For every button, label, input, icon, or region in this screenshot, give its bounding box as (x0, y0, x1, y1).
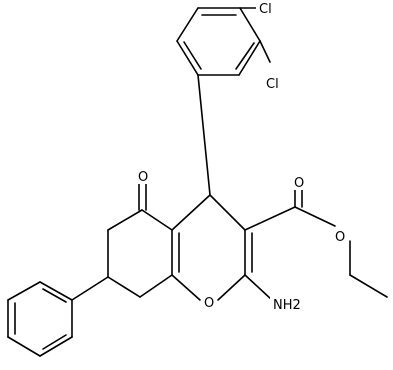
cyclohexenone-ring (107, 209, 173, 298)
bond (259, 40, 271, 63)
bond (176, 40, 199, 76)
chlorine-label: Cl (259, 2, 272, 17)
bond (239, 7, 261, 42)
bond (7, 336, 41, 357)
amine-label: NH2 (273, 298, 301, 313)
bond (183, 41, 202, 70)
bond (107, 276, 141, 298)
bond (7, 281, 41, 301)
bond (197, 74, 211, 196)
bond (217, 274, 246, 301)
bond (244, 274, 273, 301)
bond (349, 274, 388, 298)
bond (171, 274, 201, 301)
bond (294, 206, 336, 227)
ether-oxygen-label: O (335, 230, 345, 245)
carbonyl-oxygen-label: O (294, 176, 304, 191)
bond (42, 288, 67, 303)
bond (209, 194, 246, 231)
phenyl-ring (7, 281, 73, 357)
bond (176, 7, 199, 42)
bond (141, 209, 173, 231)
bond (171, 194, 211, 231)
bond (244, 206, 296, 231)
bond (107, 209, 143, 231)
bond (39, 336, 73, 357)
bond (39, 281, 73, 301)
ketone-oxygen-label: O (138, 170, 148, 185)
bond (238, 40, 261, 76)
dichlorophenyl-ring (176, 7, 261, 76)
bond (235, 42, 255, 70)
chlorine-label: Cl (266, 77, 279, 92)
bond (71, 276, 109, 301)
ring-oxygen-label: O (204, 296, 214, 311)
pyran-ring (171, 194, 253, 301)
bond (139, 274, 173, 298)
bond (42, 334, 67, 350)
